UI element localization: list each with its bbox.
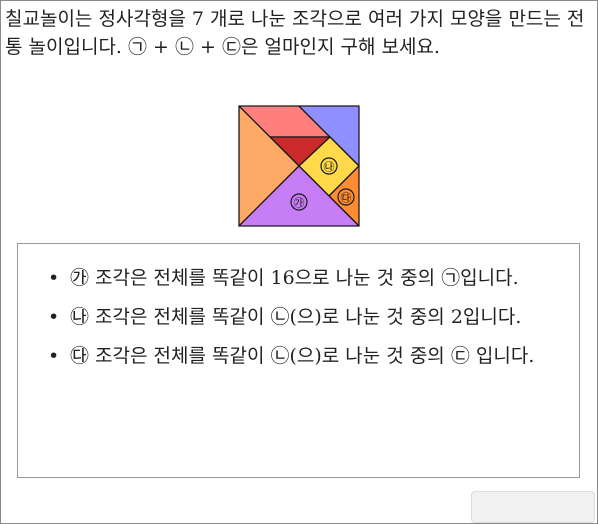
hint-text: ㉯ 조각은 전체를 똑같이 ㉡(으)로 나눈 것 중의 2입니다. [70,306,522,328]
piece-da-label: ㉰ [341,192,352,205]
hint-box: • ㉮ 조각은 전체를 똑같이 16으로 나눈 것 중의 ㉠입니다. • ㉯ 조… [17,243,580,478]
question-text: 칠교놀이는 정사각형을 7 개로 나눈 조각으로 여러 가지 모양을 만드는 전… [5,8,585,58]
hint-item: • ㉰ 조각은 전체를 똑같이 ㉡(으)로 나눈 것 중의 ㉢ 입니다. [48,342,568,371]
hint-item: • ㉮ 조각은 전체를 똑같이 16으로 나눈 것 중의 ㉠입니다. [48,264,568,293]
bullet: • [48,267,60,289]
tangram-figure: ㉯ ㉰ ㉮ [238,105,360,227]
submit-button[interactable] [471,491,595,523]
bullet: • [48,345,60,367]
hint-text: ㉮ 조각은 전체를 똑같이 16으로 나눈 것 중의 ㉠입니다. [70,267,519,289]
tangram-piece-ga [238,165,360,227]
piece-ga-label: ㉮ [294,197,305,210]
hint-item: • ㉯ 조각은 전체를 똑같이 ㉡(으)로 나눈 것 중의 2입니다. [48,303,568,332]
piece-na-label: ㉯ [324,161,335,174]
hint-list: • ㉮ 조각은 전체를 똑같이 16으로 나눈 것 중의 ㉠입니다. • ㉯ 조… [48,264,568,381]
piece-ga-marker: ㉮ [290,193,308,211]
piece-na-marker: ㉯ [320,157,338,175]
piece-da-marker: ㉰ [337,188,355,206]
bullet: • [48,306,60,328]
hint-text: ㉰ 조각은 전체를 똑같이 ㉡(으)로 나눈 것 중의 ㉢ 입니다. [70,345,535,367]
